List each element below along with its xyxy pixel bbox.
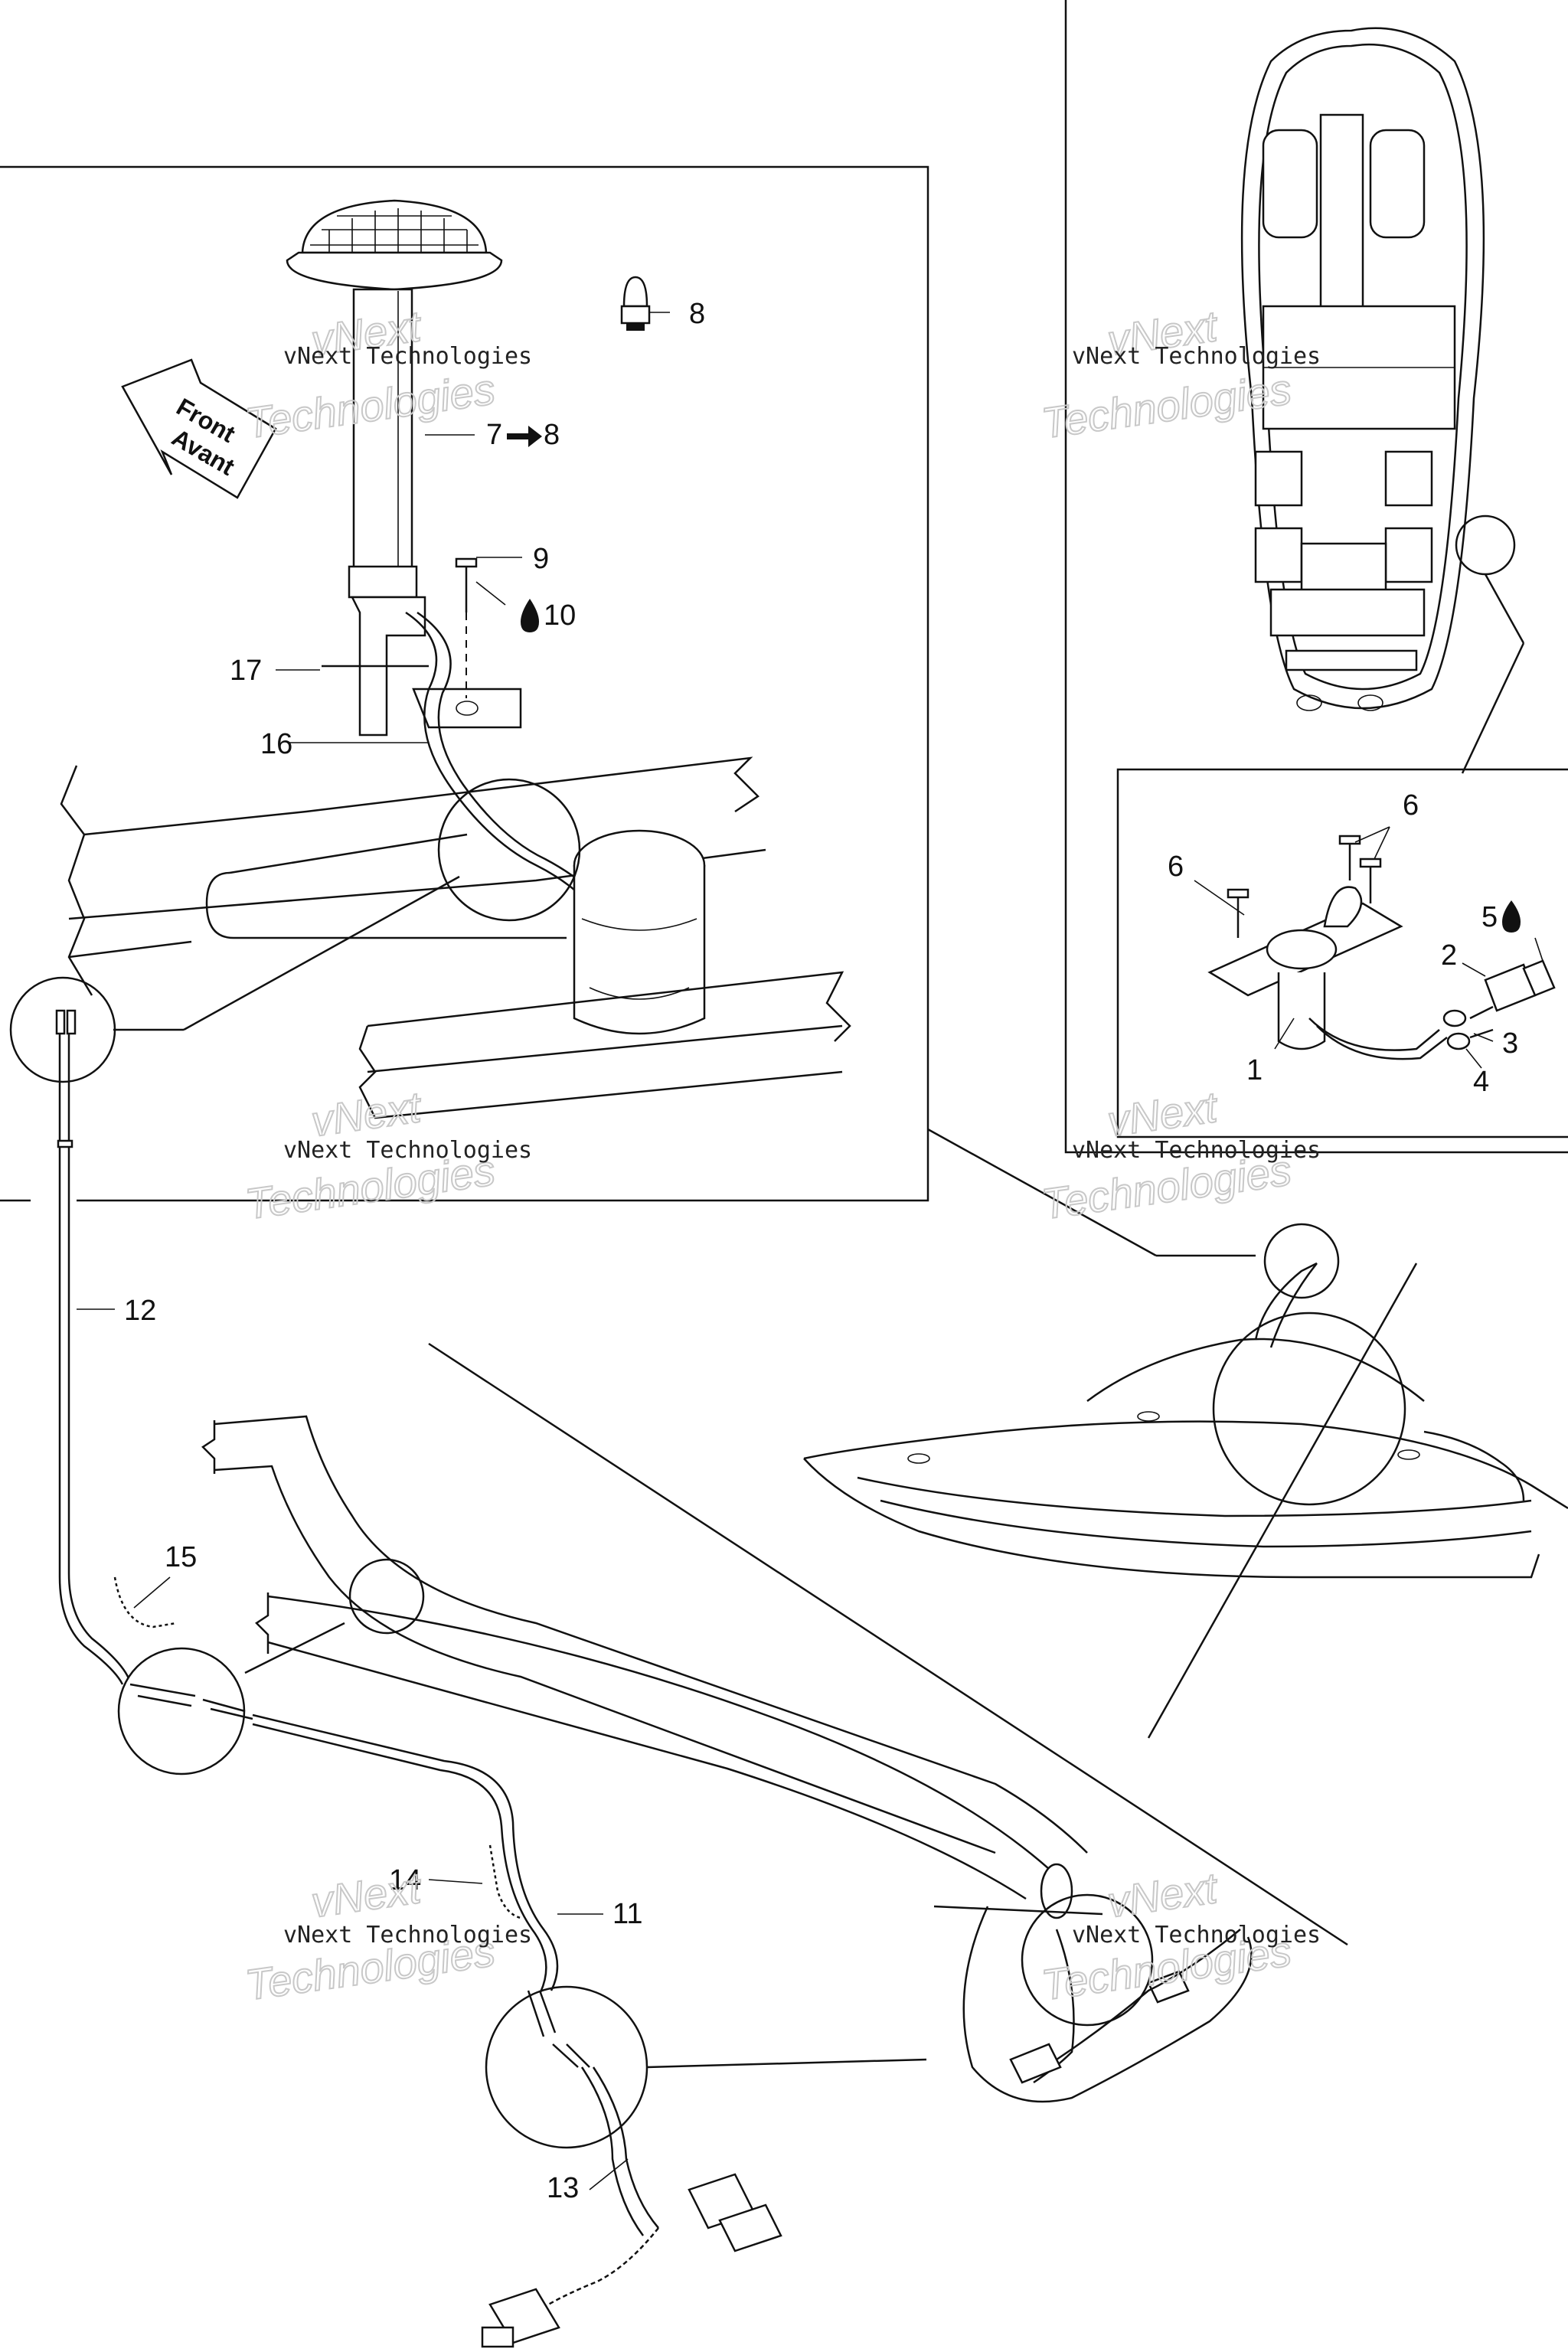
- switch-assembly: [1194, 826, 1556, 1060]
- boat-side-view: [803, 1223, 1568, 1579]
- liquid-drop-icon: [1502, 900, 1521, 933]
- callout-3: 3: [1502, 1027, 1518, 1060]
- watermark-bottom: Technologies: [1039, 364, 1295, 447]
- right-arrow-icon: [507, 426, 542, 447]
- callout-16: 16: [260, 728, 292, 760]
- harness-11: [117, 1647, 659, 2236]
- watermark-top: vNext: [309, 1864, 426, 1927]
- bulb-part: [620, 276, 651, 331]
- callout-7-to: 8: [544, 419, 560, 451]
- rail-tube: [201, 1415, 1088, 1919]
- callout-11: 11: [612, 1898, 642, 1930]
- coil-15: [113, 1576, 177, 1628]
- callout-labels: 8 7 8 9 10 17 16 12 15 14 11 13 6 6 5 2 …: [124, 298, 1521, 2204]
- callout-17: 17: [230, 655, 262, 687]
- watermark-text: vNext Technologies: [283, 343, 532, 370]
- connector-detail: [962, 1893, 1253, 2103]
- callout-12: 12: [124, 1295, 156, 1327]
- callout-1: 1: [1246, 1054, 1263, 1086]
- harness-12: [9, 875, 460, 1685]
- watermark-text: vNext Technologies: [283, 1922, 532, 1949]
- liquid-drop-icon: [521, 599, 539, 632]
- watermark-text: vNext Technologies: [283, 1137, 532, 1164]
- callout-14: 14: [389, 1864, 421, 1896]
- callout-8: 8: [689, 298, 705, 330]
- callout-4: 4: [1473, 1066, 1489, 1098]
- watermark-text: vNext Technologies: [1072, 343, 1321, 370]
- boat-top-view: [1240, 27, 1516, 711]
- watermark-top: vNext: [309, 1083, 426, 1146]
- callout-10: 10: [544, 599, 576, 632]
- callout-leaders: [77, 312, 1544, 2190]
- deck-structure: [60, 756, 851, 1119]
- callout-6-right: 6: [1403, 789, 1419, 822]
- callout-5: 5: [1481, 901, 1498, 933]
- callout-7: 7: [486, 419, 502, 451]
- watermark-text: vNext Technologies: [1072, 1922, 1321, 1949]
- mast-light-assembly: [286, 199, 598, 904]
- callout-13: 13: [547, 2172, 579, 2204]
- frame-top-right: [1064, 0, 1568, 1154]
- frame-top-left: [0, 165, 929, 1202]
- callout-9: 9: [533, 543, 549, 575]
- callout-6-left: 6: [1168, 851, 1184, 883]
- watermark-text: vNext Technologies: [1072, 1137, 1321, 1164]
- watermark-top: vNext: [1105, 1864, 1222, 1927]
- leader-lines: [428, 573, 1525, 2069]
- callout-2: 2: [1441, 939, 1457, 972]
- callout-15: 15: [165, 1541, 197, 1573]
- frame-detail-inset: [1116, 768, 1568, 1138]
- connector-13: [481, 2173, 782, 2348]
